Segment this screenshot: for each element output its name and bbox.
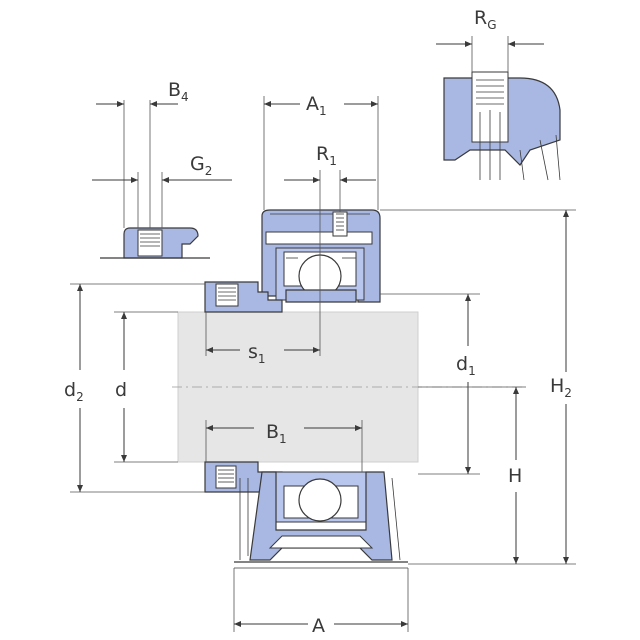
dim-d: d bbox=[114, 311, 178, 463]
dim-d1: d1 bbox=[380, 293, 480, 475]
dim-a1: A1 bbox=[263, 93, 379, 210]
dim-rg: RG bbox=[436, 7, 544, 72]
label-r1: R1 bbox=[316, 143, 337, 168]
label-b4: B4 bbox=[168, 79, 189, 104]
dim-d2: d2 bbox=[64, 283, 205, 493]
label-b1: B1 bbox=[266, 421, 287, 446]
inner-ring-upper bbox=[204, 281, 283, 313]
label-d1: d1 bbox=[456, 353, 476, 378]
label-g2: G2 bbox=[190, 153, 212, 178]
dim-h: H bbox=[408, 386, 576, 565]
label-h: H bbox=[508, 465, 522, 487]
dim-b4: B4 bbox=[96, 79, 189, 228]
label-a: A bbox=[312, 615, 325, 637]
detail-set-screw bbox=[100, 227, 210, 259]
dim-g2: G2 bbox=[92, 153, 232, 228]
label-a1: A1 bbox=[306, 93, 327, 118]
label-s1: s1 bbox=[248, 341, 266, 366]
label-d: d bbox=[115, 379, 127, 401]
dim-h2: H2 bbox=[380, 209, 576, 564]
dim-r1: R1 bbox=[284, 143, 376, 356]
dim-s1: s1 bbox=[205, 312, 320, 366]
dim-a: A bbox=[233, 568, 409, 637]
label-h2: H2 bbox=[550, 375, 572, 400]
dim-b1: B1 bbox=[205, 420, 363, 472]
housing-lower bbox=[204, 461, 408, 569]
label-rg: RG bbox=[474, 7, 497, 32]
detail-rg bbox=[443, 71, 561, 181]
label-d2: d2 bbox=[64, 379, 84, 404]
